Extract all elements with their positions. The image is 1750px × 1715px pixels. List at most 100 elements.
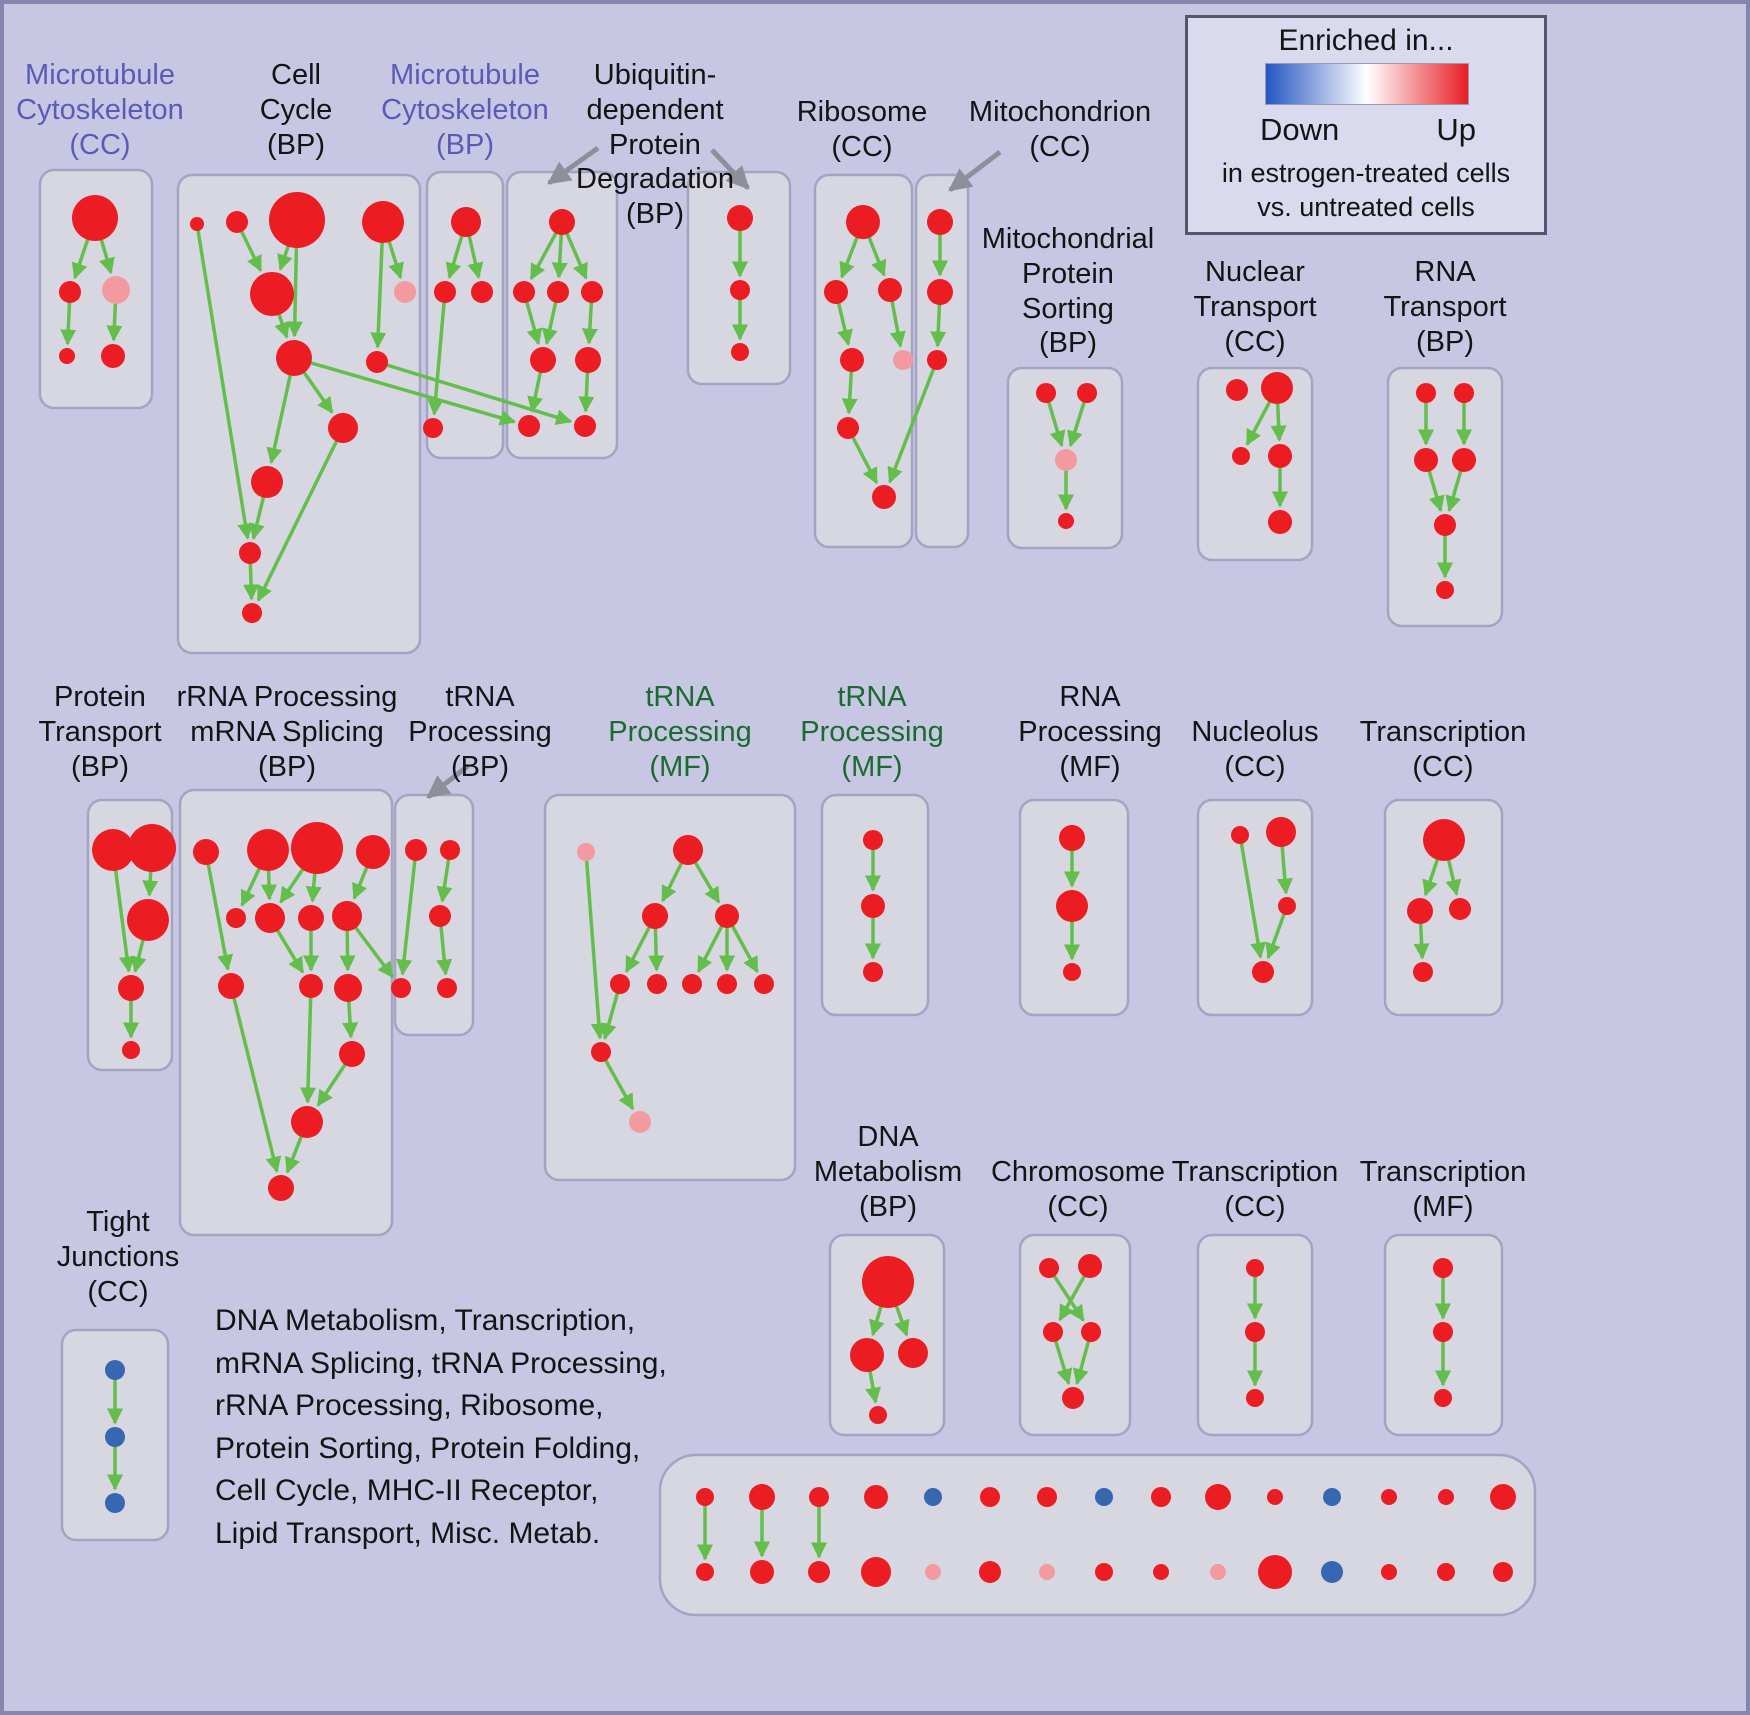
go-edge <box>256 427 345 602</box>
go-term-node <box>682 974 702 994</box>
go-term-node <box>846 205 880 239</box>
go-edge <box>293 356 517 426</box>
go-term-node <box>1058 513 1074 529</box>
go-term-node <box>471 281 493 303</box>
go-edge <box>1238 834 1267 959</box>
go-term-node <box>1493 1562 1513 1582</box>
go-term-node <box>1321 1561 1343 1583</box>
go-term-node <box>226 908 246 928</box>
go-term-node <box>1062 1387 1084 1409</box>
go-term-node <box>642 903 668 929</box>
go-term-node <box>872 485 896 509</box>
go-term-node <box>731 343 749 361</box>
go-term-node <box>334 974 362 1002</box>
nodes-layer <box>59 192 1516 1589</box>
go-term-node <box>1413 962 1433 982</box>
go-term-node <box>1267 1489 1283 1505</box>
go-term-node <box>255 903 285 933</box>
go-edge <box>1047 1267 1085 1322</box>
go-term-node <box>513 281 535 303</box>
go-term-node <box>1095 1488 1113 1506</box>
go-term-node <box>840 348 864 372</box>
cluster-box-rna-transport <box>1386 366 1504 628</box>
annotation-arrow <box>547 145 600 186</box>
go-term-node <box>1490 1484 1516 1510</box>
go-term-node <box>530 347 556 373</box>
go-term-node <box>356 835 390 869</box>
go-term-node <box>980 1487 1000 1507</box>
legend-box: Enriched in... Down Up in estrogen-treat… <box>1185 15 1547 235</box>
cluster-box-rrna-processing-mrna-splicing <box>178 788 394 1237</box>
go-term-node <box>105 1493 125 1513</box>
go-term-node <box>339 1041 365 1067</box>
go-term-node <box>423 418 443 438</box>
go-term-node <box>239 542 261 564</box>
go-term-node <box>754 974 774 994</box>
go-term-node <box>1226 379 1248 401</box>
go-term-node <box>1436 581 1454 599</box>
go-term-node <box>1414 448 1438 472</box>
go-term-node <box>190 217 204 231</box>
go-edge <box>427 291 447 416</box>
go-term-node <box>59 348 75 364</box>
legend-subtitle-line2: vs. untreated cells <box>1257 192 1475 222</box>
go-term-node <box>1381 1564 1397 1580</box>
go-term-node <box>122 1041 140 1059</box>
go-term-node <box>1063 963 1081 981</box>
go-term-node <box>434 281 456 303</box>
go-term-node <box>850 1338 884 1372</box>
go-term-node <box>581 281 603 303</box>
annotation-arrow <box>710 148 750 190</box>
go-term-node <box>1232 447 1250 465</box>
go-term-node <box>1056 890 1088 922</box>
go-term-node <box>242 603 262 623</box>
go-term-node <box>577 843 595 861</box>
go-term-node <box>574 415 596 437</box>
go-term-node <box>298 905 324 931</box>
go-term-node <box>863 962 883 982</box>
go-term-node <box>251 466 283 498</box>
go-term-node <box>366 351 388 373</box>
go-term-node <box>1151 1487 1171 1507</box>
go-edge <box>584 851 607 1040</box>
go-term-node <box>299 974 323 998</box>
go-term-node <box>979 1561 1001 1583</box>
go-term-node <box>332 901 362 931</box>
cluster-box-microtubule-bp <box>425 170 505 460</box>
go-term-node <box>291 822 343 874</box>
go-term-node <box>898 1338 928 1368</box>
annotation-arrow <box>948 150 1002 192</box>
go-term-node <box>218 973 244 999</box>
cluster-box-trna-processing-mf-large <box>543 793 797 1182</box>
go-term-node <box>547 281 569 303</box>
go-term-node <box>440 840 460 860</box>
go-term-node <box>861 1557 891 1587</box>
go-term-node <box>927 209 953 235</box>
go-term-node <box>1055 449 1077 471</box>
go-term-node <box>1231 826 1249 844</box>
go-term-node <box>59 281 81 303</box>
go-term-node <box>1039 1258 1059 1278</box>
go-term-node <box>927 279 953 305</box>
go-term-node <box>575 347 601 373</box>
go-term-node <box>1416 383 1436 403</box>
cluster-box-chromosome-cc <box>1018 1233 1132 1437</box>
go-term-node <box>1036 383 1056 403</box>
go-term-node <box>1153 1564 1169 1580</box>
go-term-node <box>1077 383 1097 403</box>
go-term-node <box>269 192 325 248</box>
go-term-node <box>1081 1322 1101 1342</box>
go-term-node <box>1037 1487 1057 1507</box>
go-term-node <box>717 974 737 994</box>
go-term-node <box>128 824 176 872</box>
go-term-node <box>1078 1254 1102 1278</box>
cluster-box-dna-metabolism <box>828 1233 946 1437</box>
legend-updown-row: Down Up <box>1260 112 1476 148</box>
go-term-node <box>1246 1389 1264 1407</box>
go-term-node <box>696 1488 714 1506</box>
go-term-node <box>1423 819 1465 861</box>
go-term-node <box>437 978 457 998</box>
go-term-node <box>1433 1258 1453 1278</box>
